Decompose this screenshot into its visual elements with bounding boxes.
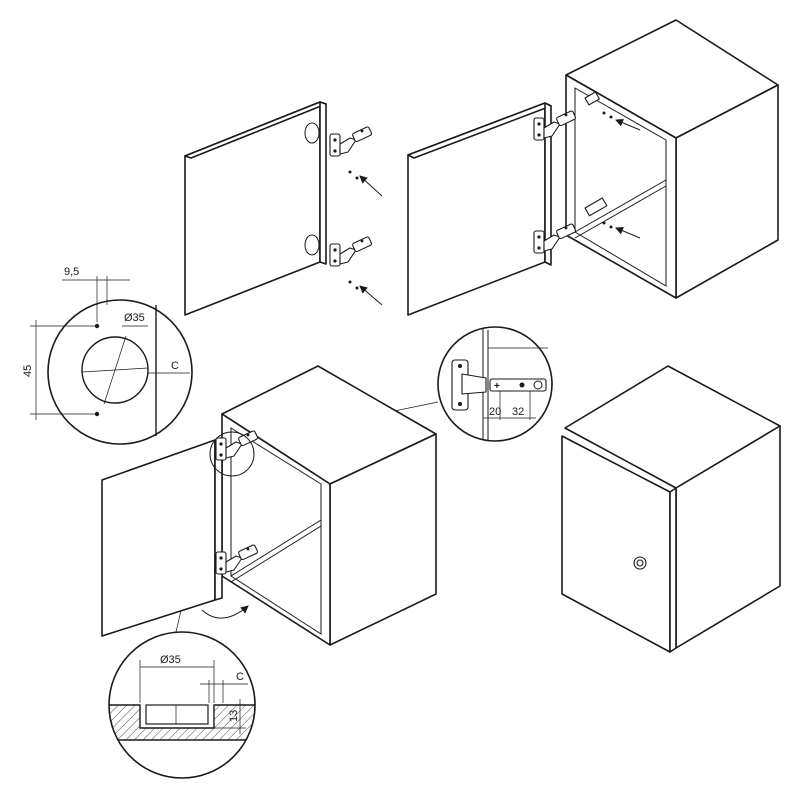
drilling-detail-circle: 9,5 45 Ø35 C xyxy=(22,266,193,445)
closed-cabinet-view xyxy=(561,365,781,653)
door-front-face xyxy=(101,439,216,637)
dim-a-label: 20 xyxy=(489,406,501,418)
dim-diameter-label: Ø35 xyxy=(160,654,181,666)
arrow-icon xyxy=(615,119,641,131)
cup-depth-section-detail: Ø35 C 13 xyxy=(108,631,256,779)
hinge-icon xyxy=(329,235,373,267)
detail-circle xyxy=(209,431,255,477)
dim-edge-label: C xyxy=(171,360,179,372)
cup-hole xyxy=(81,336,149,404)
dim-offset-label: 9,5 xyxy=(64,266,79,278)
cup-hole xyxy=(304,234,320,256)
arrow-icon xyxy=(359,285,383,306)
open-door-cabinet-view xyxy=(101,365,437,646)
dim-depth-label: 13 xyxy=(228,710,240,722)
cup-hole xyxy=(304,122,320,144)
arrow-icon xyxy=(615,227,641,239)
door-edge xyxy=(319,101,327,265)
dim-spacing-label: 45 xyxy=(22,365,34,377)
arrow-icon xyxy=(359,175,383,197)
detail-circle xyxy=(47,299,193,445)
door-with-hinges-view xyxy=(184,101,383,316)
dim-edge-label: C xyxy=(236,671,244,683)
dim-b-label: 32 xyxy=(512,406,524,418)
door-attached-cabinet-view xyxy=(407,19,779,316)
arrow-icon xyxy=(201,605,249,619)
dim-diameter-label: Ø35 xyxy=(124,312,145,324)
hinge-plate-detail-circle: + 20 32 xyxy=(175,326,553,633)
cabinet-opening xyxy=(565,74,677,299)
svg-text:+: + xyxy=(494,381,500,392)
hinge-icon xyxy=(329,125,373,157)
